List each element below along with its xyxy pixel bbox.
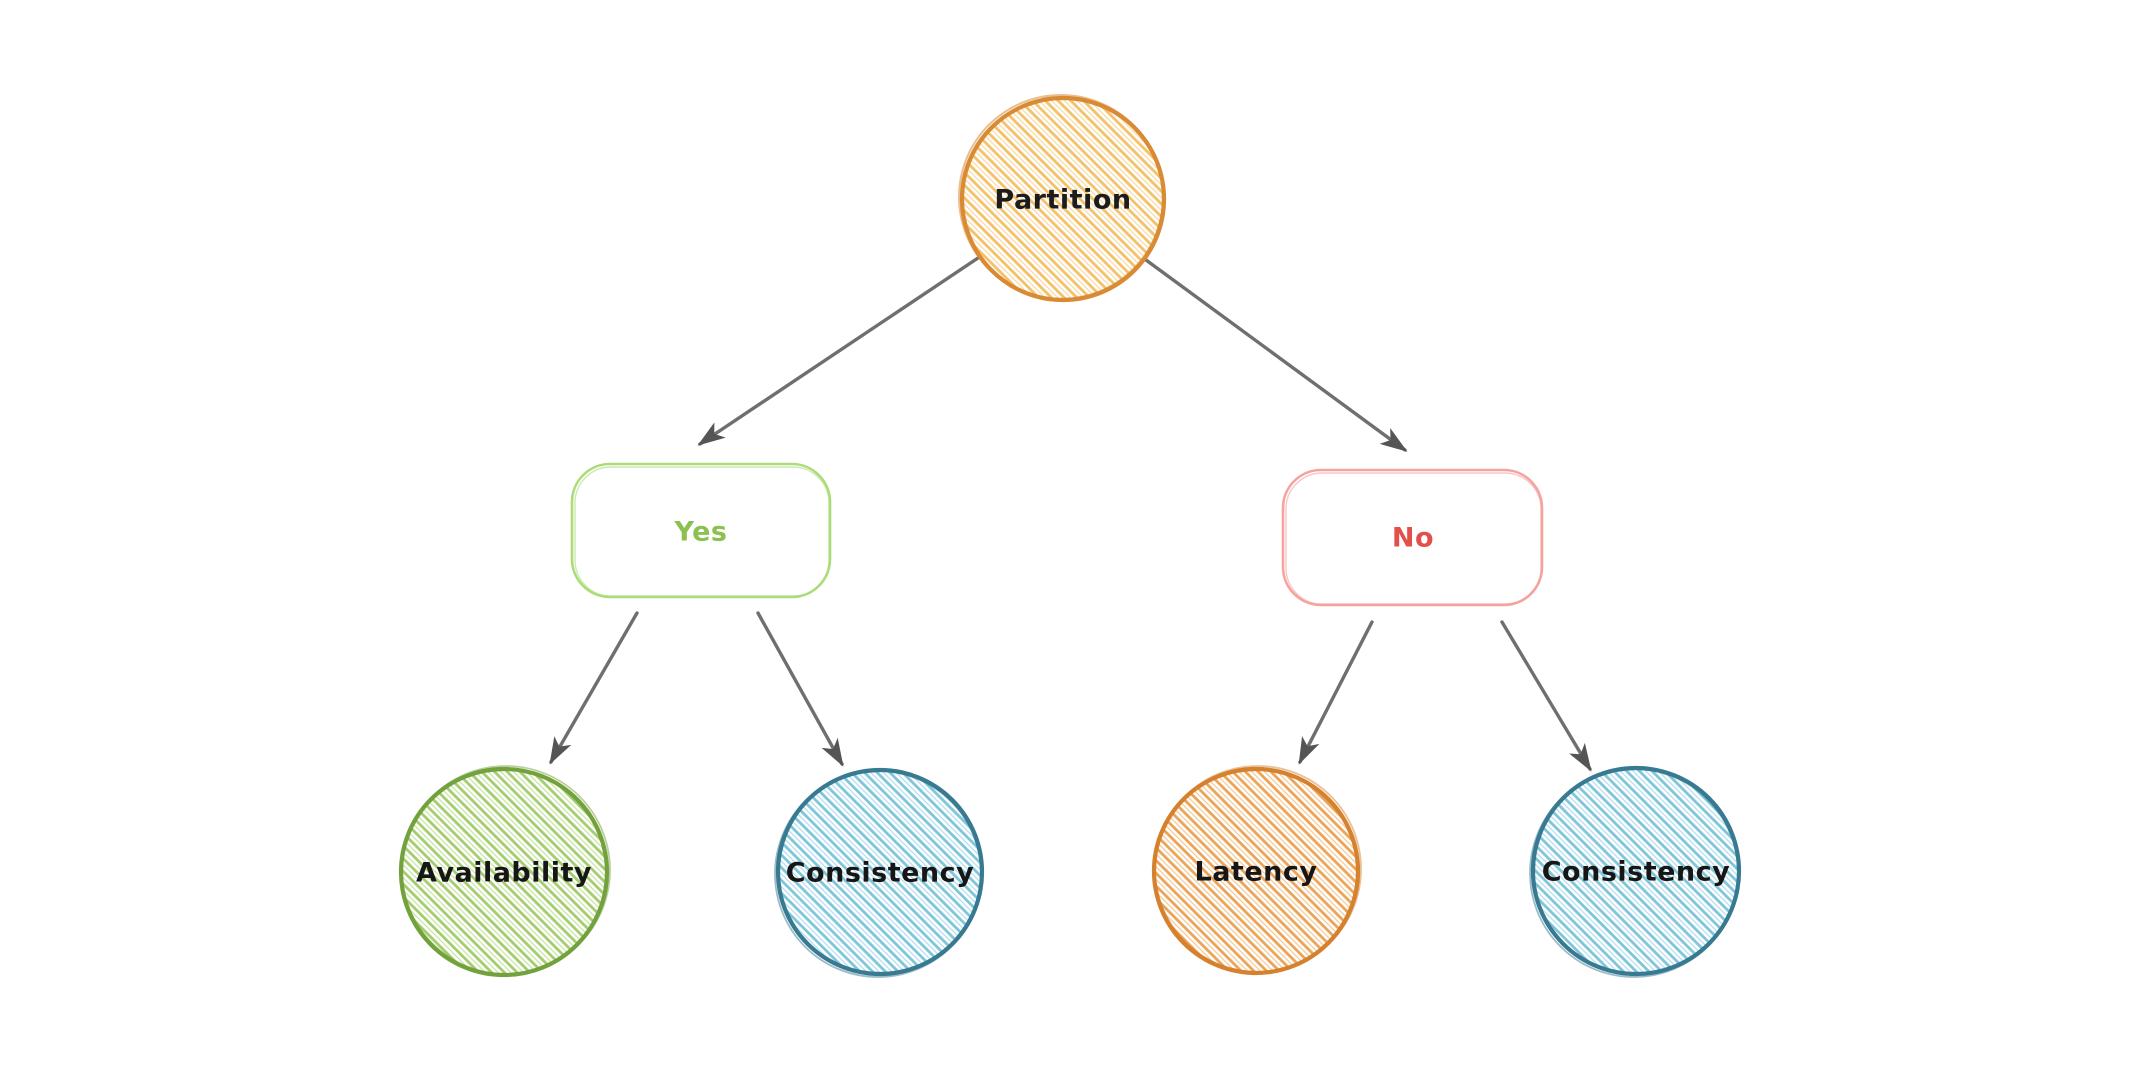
arrow-partition-to-yes (697, 256, 980, 446)
partition-circle (959, 95, 1167, 303)
latency-circle (1151, 766, 1361, 976)
arrow-partition-to-no (1144, 258, 1408, 452)
node-yes: Yes (570, 462, 832, 599)
node-label-consistency-left: Consistency (786, 857, 975, 888)
consistency-left-circle-overstroke (774, 770, 982, 978)
node-consistency-left: Consistency (774, 767, 985, 978)
node-label-yes: Yes (674, 516, 728, 547)
node-partition: Partition (958, 94, 1167, 303)
sketch-overstroke (1339, 623, 1371, 685)
consistency-right-circle-overstroke (1529, 768, 1739, 978)
latency-circle-overstroke (1154, 765, 1362, 973)
partition-circle-overstroke (958, 94, 1164, 300)
node-label-partition: Partition (994, 184, 1131, 215)
node-consistency-right: Consistency (1529, 765, 1742, 978)
no-box-overstroke (1285, 472, 1542, 605)
consistency-left-circle (775, 767, 985, 977)
availability-circle (398, 766, 610, 978)
arrow-no-to-latency (1298, 620, 1374, 765)
yes-box-overstroke (574, 466, 830, 597)
node-latency: Latency (1151, 765, 1362, 976)
no-box (1281, 468, 1544, 607)
node-label-availability: Availability (416, 857, 592, 888)
sketch-overstroke (759, 615, 801, 689)
node-label-no: No (1392, 522, 1434, 553)
yes-box (570, 462, 832, 599)
node-label-latency: Latency (1195, 856, 1318, 887)
edges-layer (549, 256, 1592, 772)
arrow-no-to-consistency (1500, 620, 1592, 772)
consistency-right-circle (1530, 765, 1742, 977)
availability-circle-overstroke (401, 765, 611, 975)
node-label-consistency-right: Consistency (1542, 856, 1731, 887)
node-no: No (1281, 468, 1544, 607)
node-availability: Availability (398, 765, 611, 978)
arrow-yes-to-availability (549, 611, 639, 765)
arrow-yes-to-consistency (756, 611, 844, 767)
